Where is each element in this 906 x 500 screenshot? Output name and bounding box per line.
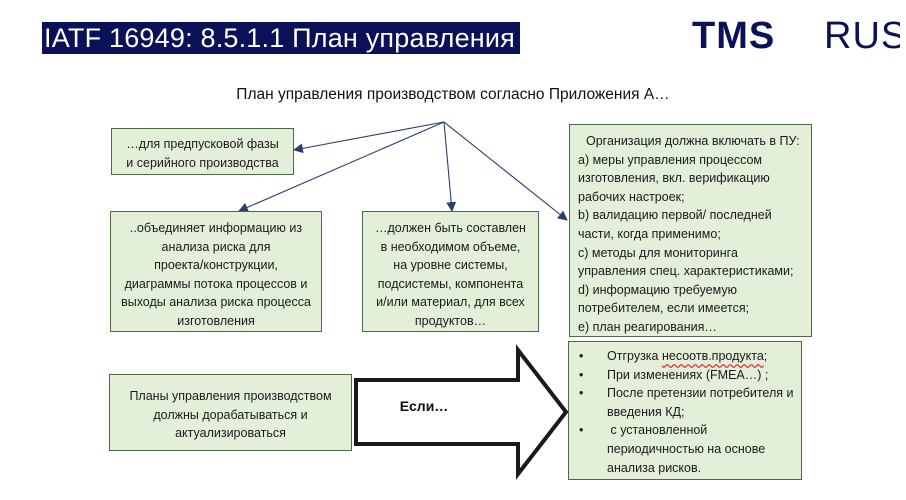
arrow-to-scope — [443, 121, 457, 212]
box-phases-line: и серийного производства — [126, 155, 279, 170]
box-update-line: должны дорабатываться и — [153, 407, 308, 422]
box-combines: ..объединяет информацию из анализа риска… — [110, 211, 322, 332]
box-update-line: Планы управления производством — [129, 389, 332, 403]
list-item: анализа рисков. — [577, 459, 797, 478]
list-item: • При изменениях (FMEA…) ; — [577, 366, 797, 385]
arrow-to-phases — [293, 121, 445, 154]
condition-text: После претензии потребителя и — [607, 386, 794, 401]
logo-rus: RUS — [824, 15, 900, 57]
bullet-icon: • — [579, 386, 584, 401]
arrow-to-include — [443, 121, 568, 221]
box-update: Планы управления производством должны до… — [109, 374, 352, 451]
box-combines-line: анализа риска для — [161, 239, 271, 254]
box-include-line: изготовления, вкл. верификацию — [578, 171, 770, 186]
condition-text-spellmark: несоотв.продукта — [661, 349, 764, 363]
arrow-to-combines — [238, 121, 445, 212]
page-title: IATF 16949: 8.5.1.1 План управления — [42, 22, 520, 54]
condition-text: Отгрузка — [607, 349, 662, 363]
box-include-line: рабочих настроек; — [578, 189, 685, 204]
box-scope-line: в необходимом объеме, — [380, 239, 521, 254]
box-include: Организация должна включать в ПУ: a) мер… — [569, 124, 812, 337]
box-include-line: потребителем, если имеется; — [578, 301, 750, 316]
condition-text: ; — [763, 349, 768, 363]
box-include-line: части, когда применимо; — [578, 226, 721, 241]
condition-text: с установленной — [607, 423, 708, 438]
condition-text: периодичностью на основе — [607, 441, 766, 456]
box-scope: …должен быть составлен в необходимом объ… — [362, 211, 539, 332]
logo-graphic: TMS RUS — [692, 15, 900, 57]
box-include-line: b) валидацию первой/ последней — [578, 208, 772, 223]
list-item: • с установленной — [577, 421, 797, 440]
box-phases: …для предпусковой фазы и серийного произ… — [111, 128, 294, 175]
bullet-icon: • — [579, 423, 584, 438]
box-scope-line: подсистемы, компонента — [377, 276, 524, 291]
list-item: • После претензии потребителя и — [577, 384, 797, 403]
diagram-subtitle: План управления производством согласно П… — [236, 86, 670, 103]
box-include-line: a) меры управления процессом — [578, 152, 763, 167]
box-scope-line: продуктов… — [414, 313, 487, 328]
condition-text: анализа рисков. — [607, 460, 702, 475]
bullet-icon: • — [579, 349, 584, 363]
box-combines-line: диаграммы потока процессов и — [124, 276, 308, 291]
list-item: периодичностью на основе — [577, 440, 797, 459]
box-phases-line: …для предпусковой фазы — [126, 137, 279, 151]
box-combines-line: проекта/конструкции, — [154, 258, 278, 273]
box-scope-line: …должен быть составлен — [375, 221, 526, 235]
if-arrow-label: Если… — [399, 398, 449, 414]
list-item: введения КД; — [577, 403, 797, 422]
tms-rus-logo: TMS RUS — [690, 14, 900, 58]
box-scope-line: на уровне системы, — [393, 258, 508, 273]
list-item: • Отгрузка несоотв.продукта; — [577, 347, 797, 366]
box-scope-line: и/или материал, для всех — [376, 295, 525, 310]
box-combines-line: ..объединяет информацию из — [129, 221, 303, 235]
conditions-list: • Отгрузка несоотв.продукта; • При изменен… — [577, 347, 797, 477]
bullet-icon: • — [579, 367, 584, 382]
box-include-line: c) методы для мониторинга — [578, 245, 738, 260]
box-include-line: e) план реагирования… — [578, 319, 717, 334]
box-combines-line: изготовления — [177, 313, 255, 328]
condition-text: При изменениях (FMEA…) ; — [607, 367, 769, 382]
box-include-line: управления спец. характеристиками; — [578, 264, 794, 279]
box-include-line: d) информацию требуемую — [578, 282, 737, 297]
box-combines-line: выходы анализа риска процесса — [121, 295, 311, 310]
condition-text: введения КД; — [607, 404, 685, 419]
box-update-line: актуализироваться — [175, 426, 286, 441]
logo-tms: TMS — [692, 15, 775, 57]
box-include-heading: Организация должна включать в ПУ: — [586, 134, 800, 148]
if-block-arrow — [354, 344, 569, 480]
box-conditions: • Отгрузка несоотв.продукта; • При изменен… — [568, 341, 802, 480]
